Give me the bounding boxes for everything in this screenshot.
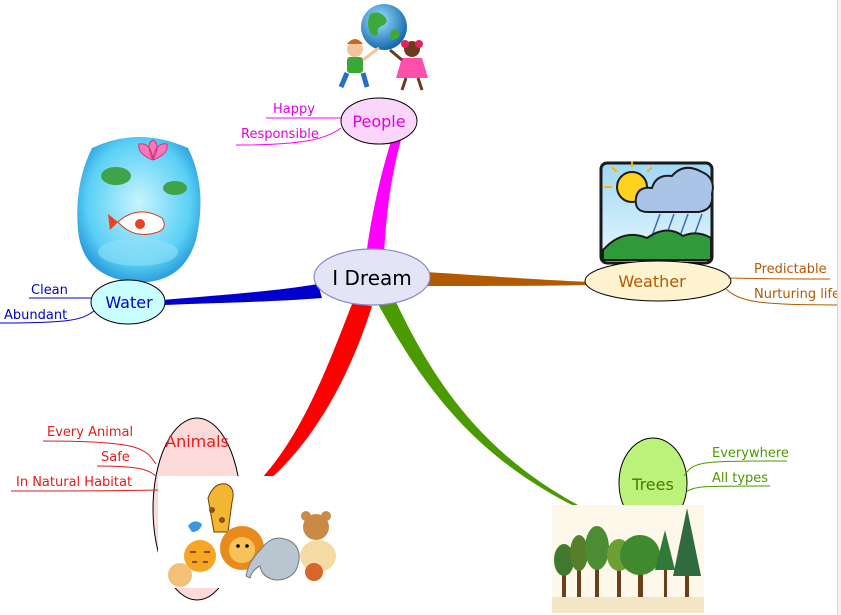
weather-subtopic-nurturing-life: Nurturing life — [754, 287, 840, 302]
trees-node-label: Trees — [631, 475, 674, 494]
branch-people-connector — [366, 138, 401, 256]
animals-subtopic-lines — [10, 440, 159, 492]
weather-node[interactable]: Weather — [584, 260, 732, 302]
window-edge — [837, 0, 841, 615]
weather-clipart — [599, 161, 714, 265]
branch-animals-connector — [262, 304, 372, 481]
people-node-label: People — [352, 112, 405, 131]
animals-subtopic-every-animal: Every Animal — [47, 425, 133, 440]
branch-trees-connector — [378, 302, 578, 508]
people-node[interactable]: People — [340, 97, 418, 145]
water-clipart — [77, 137, 201, 283]
people-subtopic-responsible: Responsible — [241, 127, 319, 142]
animals-subtopic-natural-habitat: In Natural Habitat — [16, 475, 132, 490]
water-node-label: Water — [105, 293, 153, 312]
people-clipart — [338, 4, 428, 91]
center-node[interactable]: I Dream — [313, 248, 431, 306]
people-subtopic-happy: Happy — [273, 102, 315, 117]
center-node-label: I Dream — [332, 266, 411, 290]
branch-weather-connector — [426, 272, 590, 286]
trees-clipart — [552, 505, 704, 613]
weather-node-label: Weather — [618, 272, 686, 291]
animals-node-label: Animals — [165, 432, 229, 451]
weather-subtopic-predictable: Predictable — [754, 262, 827, 277]
water-subtopic-abundant: Abundant — [4, 308, 67, 323]
trees-subtopic-lines — [683, 460, 788, 493]
branch-water-connector — [163, 284, 322, 305]
water-subtopic-lines — [0, 297, 95, 324]
weather-subtopic-lines — [725, 277, 838, 306]
water-subtopic-clean: Clean — [31, 283, 68, 298]
animals-clipart — [158, 476, 354, 588]
water-node[interactable]: Water — [90, 279, 166, 325]
people-subtopic-lines — [235, 117, 342, 146]
trees-subtopic-all-types: All types — [712, 471, 768, 486]
animals-subtopic-safe: Safe — [101, 450, 130, 465]
trees-subtopic-everywhere: Everywhere — [712, 446, 789, 461]
